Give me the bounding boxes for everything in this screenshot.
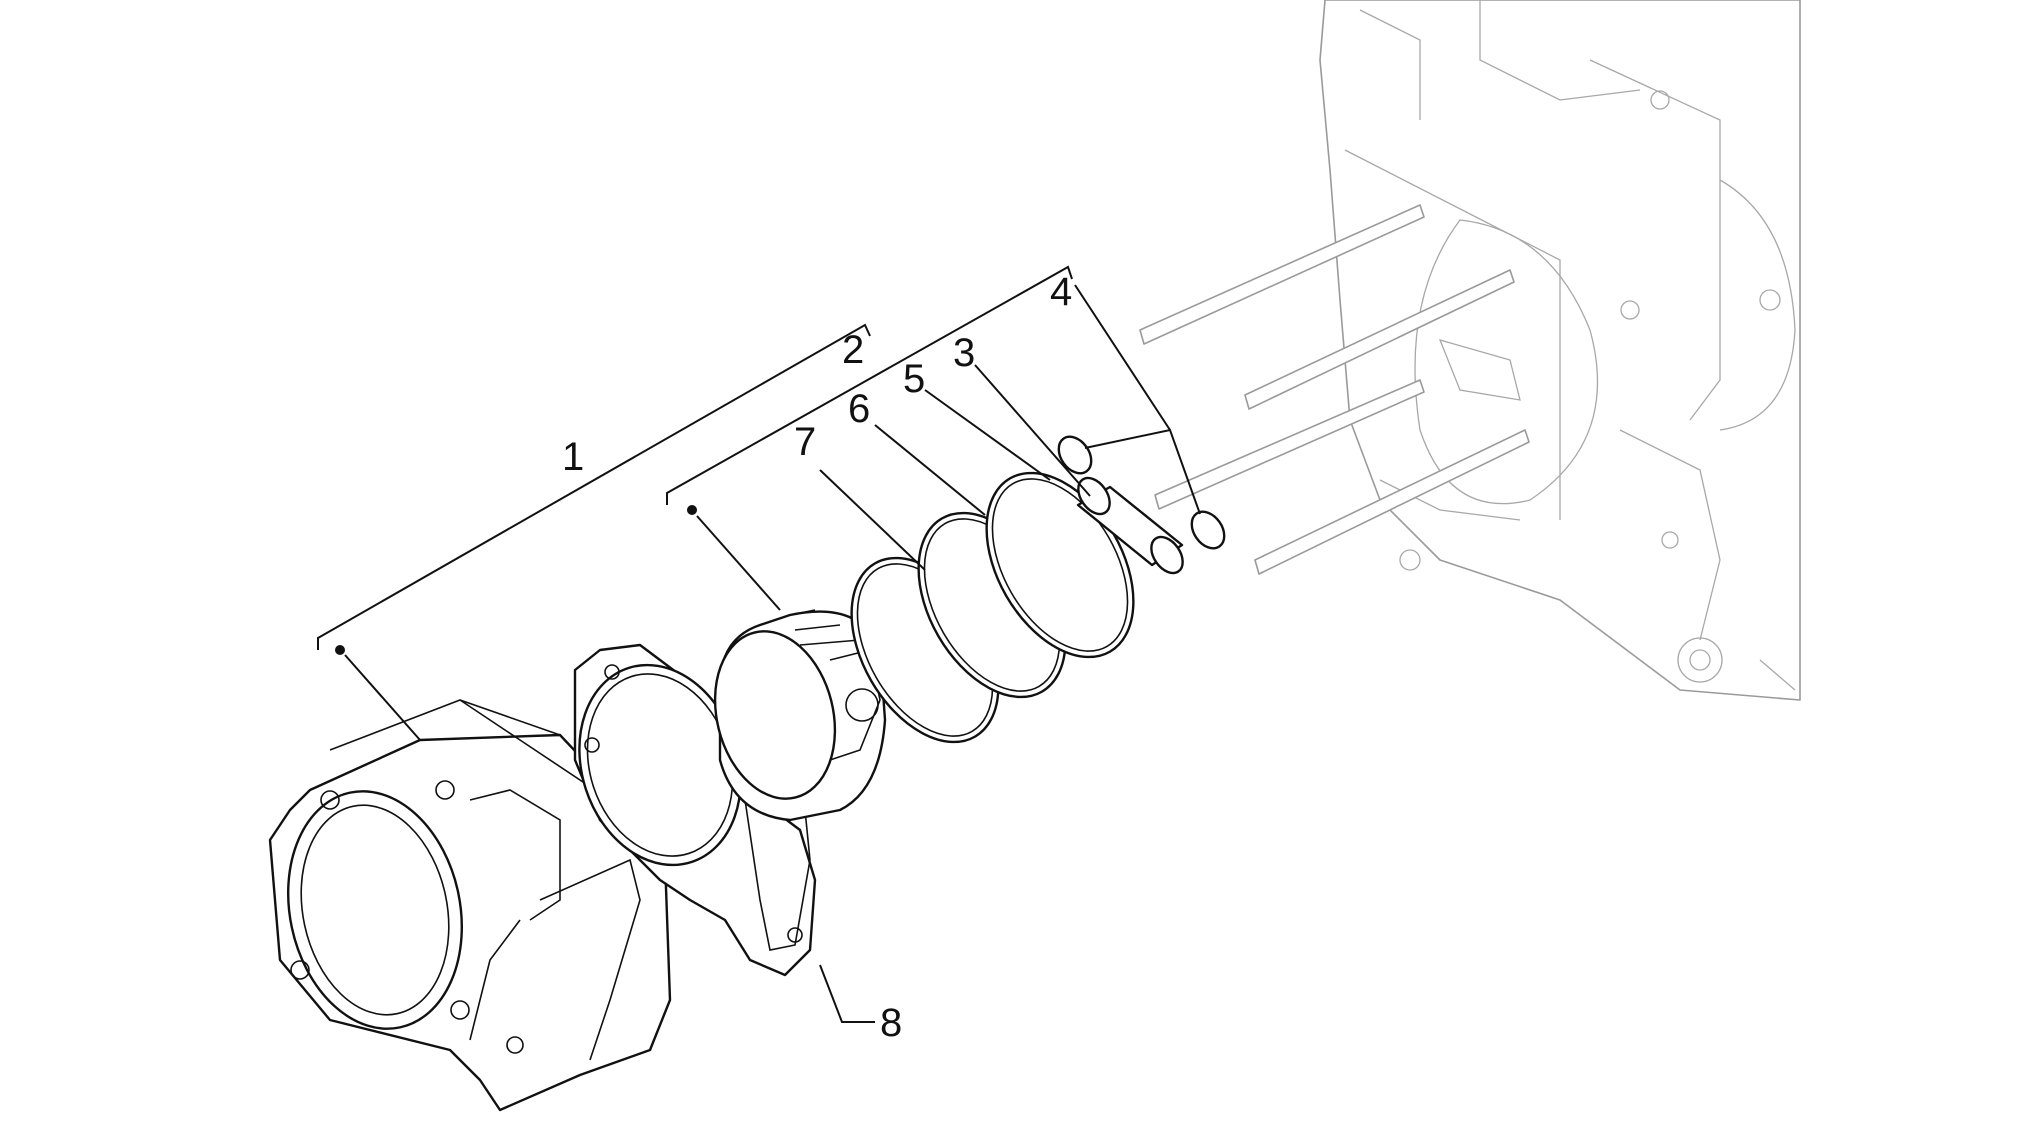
callout-7: 7 [794, 420, 816, 464]
callout-2: 2 [842, 328, 864, 372]
callout-4: 4 [1050, 270, 1072, 314]
group-bracket-1 [317, 323, 871, 650]
leader-6 [874, 424, 986, 516]
callout-5: 5 [903, 357, 925, 401]
callout-6: 6 [848, 387, 870, 431]
piston-pin [1076, 476, 1184, 575]
leader-to-piston [696, 515, 781, 611]
cylinder-studs [1139, 204, 1530, 575]
leader-to-cylinder [344, 654, 421, 741]
leader-4 [1074, 284, 1201, 515]
piston [713, 609, 887, 822]
leader-7 [819, 469, 926, 571]
bullet-piston-kit [687, 505, 697, 515]
group-bracket-2 [666, 265, 1073, 505]
bullet-cylinder-kit [335, 645, 345, 655]
crankcase-housing [1319, 0, 1801, 701]
callout-8: 8 [880, 1001, 902, 1045]
callout-3: 3 [953, 331, 975, 375]
leader-8 [819, 964, 875, 1023]
callout-1: 1 [562, 435, 584, 479]
leader-3 [974, 364, 1091, 497]
cylinder [268, 699, 672, 1112]
leader-5 [924, 389, 1051, 481]
circlip-lower [1190, 510, 1226, 550]
circlip-upper [1057, 435, 1093, 475]
